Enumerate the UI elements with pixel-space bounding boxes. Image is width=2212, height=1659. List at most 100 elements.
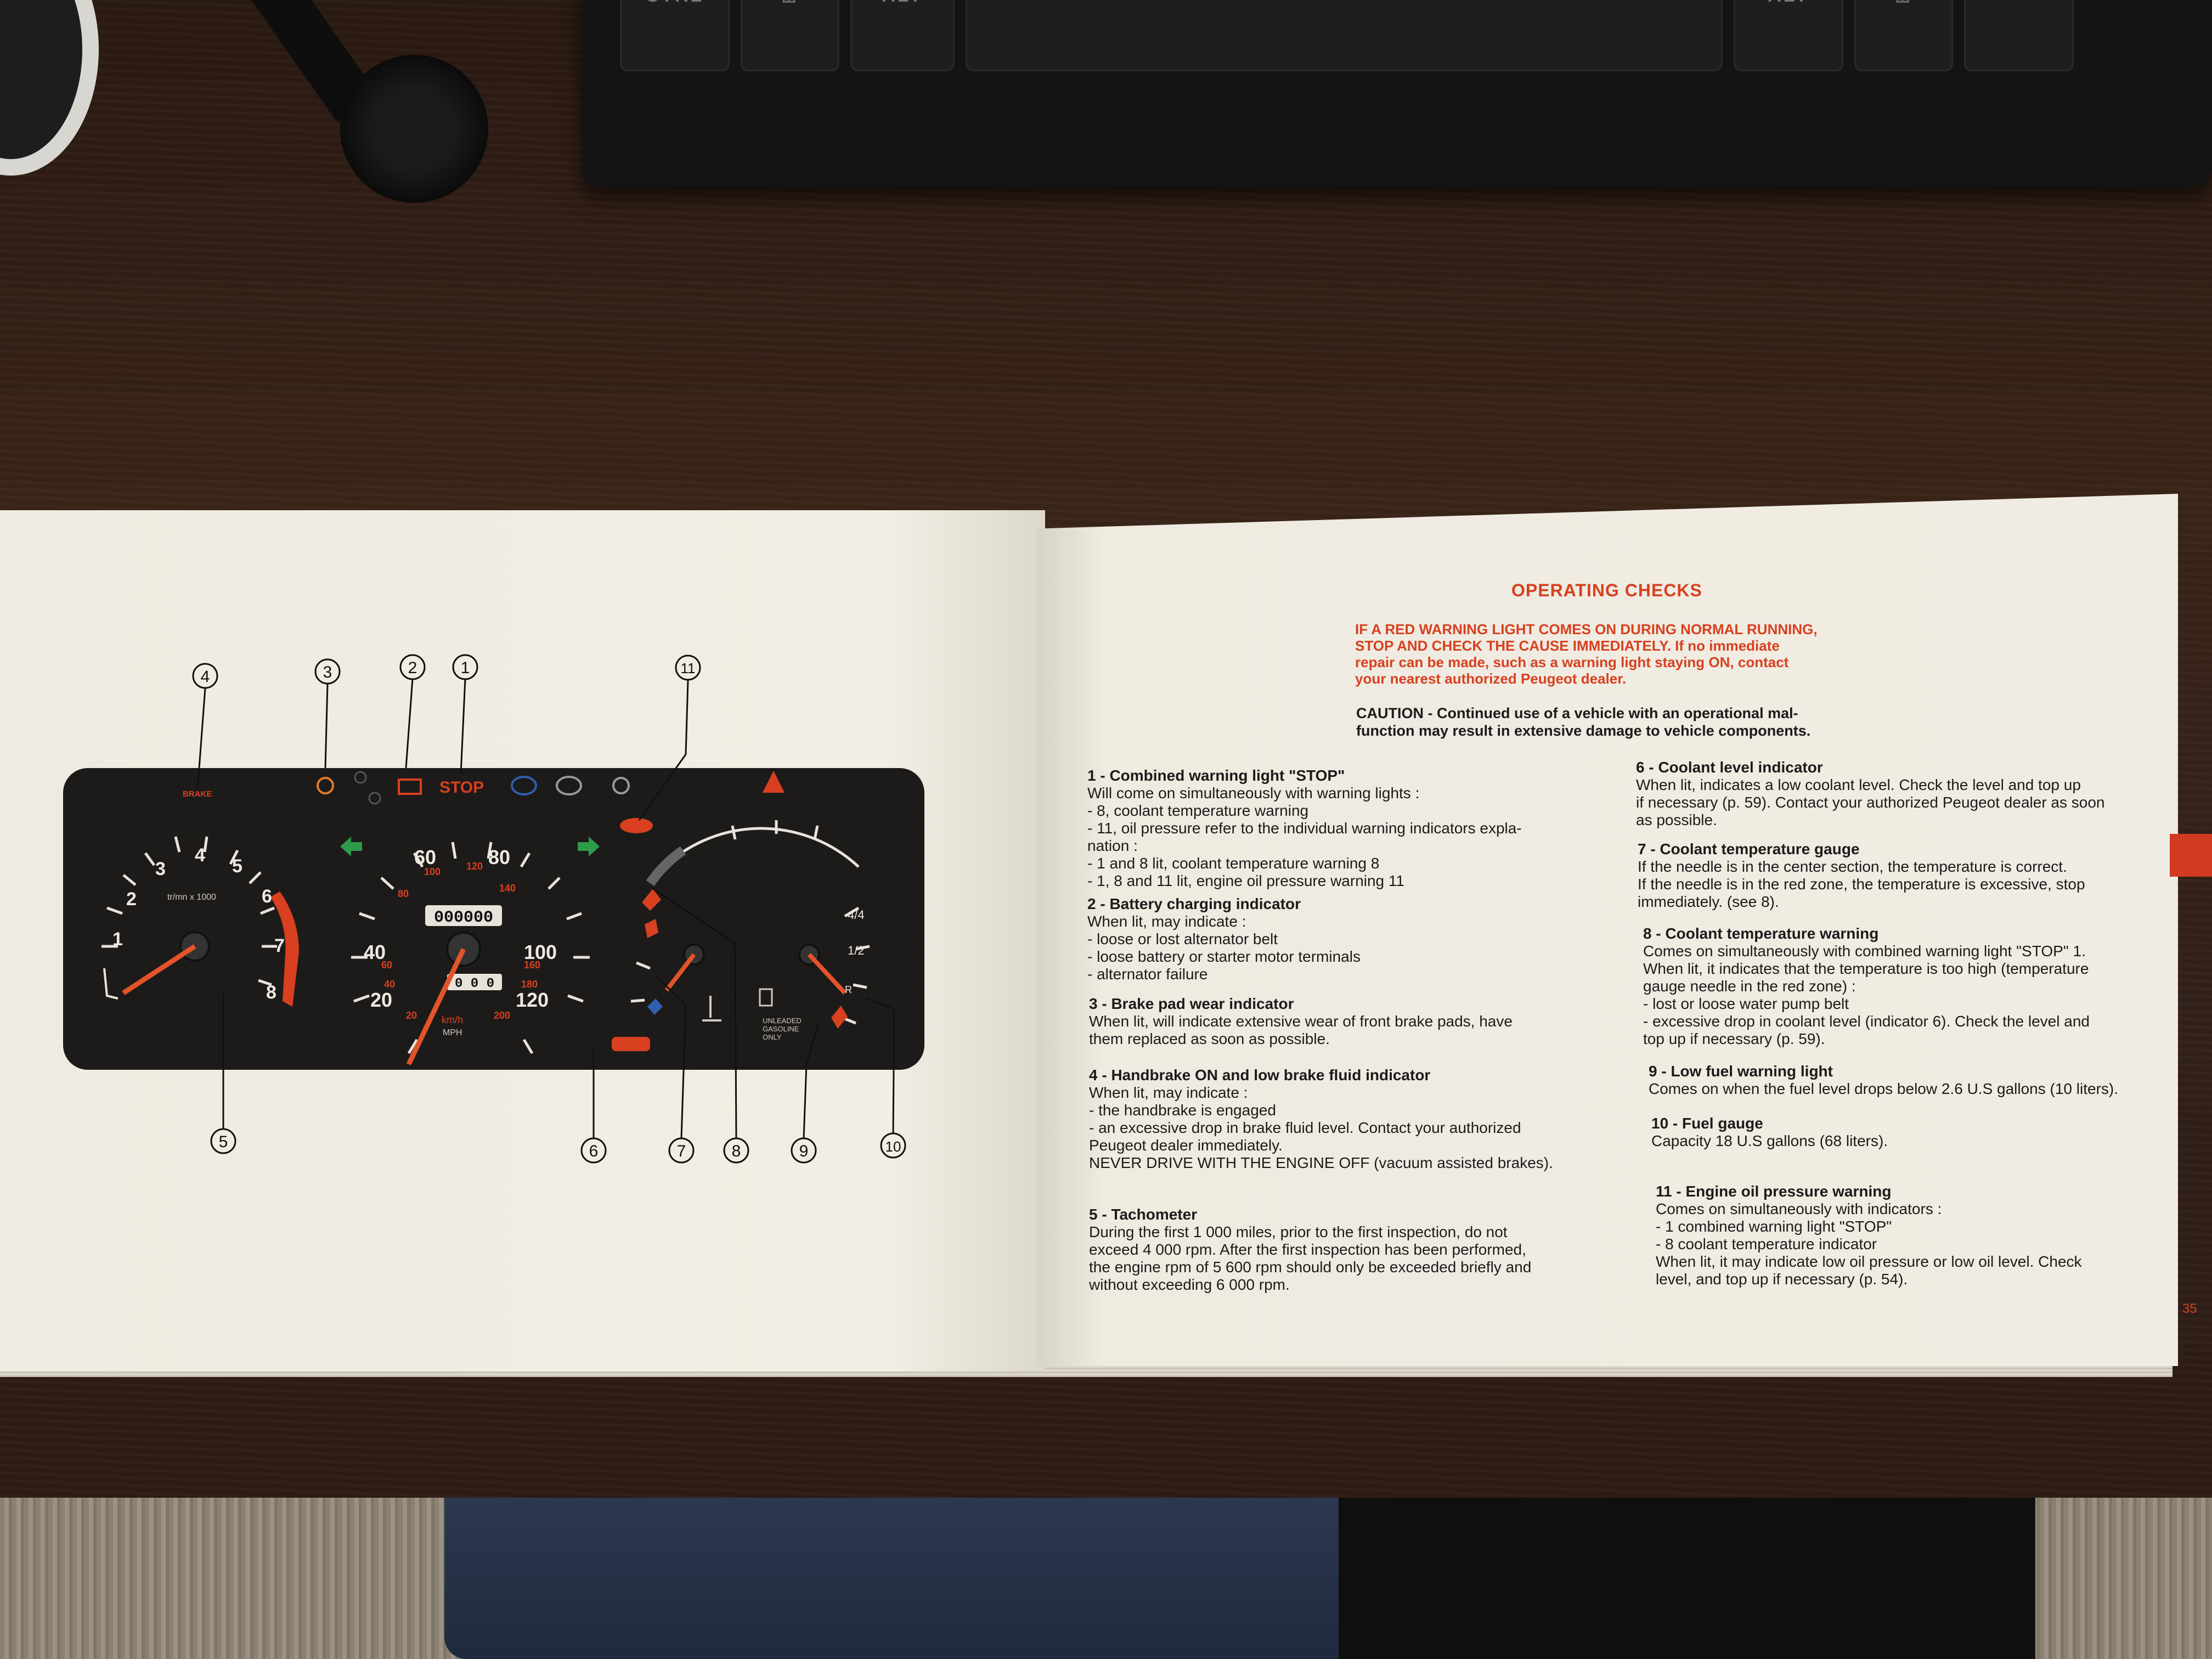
speedo-needle xyxy=(406,948,466,1065)
temp-needle xyxy=(664,953,696,992)
item-5-tachometer: 5 - Tachometer During the first 1 000 mi… xyxy=(1089,1206,1532,1293)
callout-11: 11 xyxy=(681,660,696,676)
item-10-fuel-gauge: 10 - Fuel gauge Capacity 18 U.S gallons … xyxy=(1651,1115,1888,1149)
key-win-right[interactable]: ⊞ xyxy=(1854,0,1953,71)
fuel-needle xyxy=(808,953,847,995)
key-win[interactable]: ⊞ xyxy=(741,0,839,71)
key-alt-right[interactable]: ALT xyxy=(1734,0,1843,71)
caution-paragraph: CAUTION - Continued use of a vehicle wit… xyxy=(1356,705,1811,739)
item-3-brake-pad: 3 - Brake pad wear indicator When lit, w… xyxy=(1089,995,1513,1047)
kmh-20: 20 xyxy=(406,1010,417,1021)
instrument-panel-illustration: 1 2 3 4 5 6 7 8 tr/mn x 1000 BRAKE STOP xyxy=(63,768,924,1070)
battery-icon xyxy=(398,778,422,795)
mph-60: 60 xyxy=(414,846,436,868)
tach-num-5: 5 xyxy=(232,856,242,877)
callout-9: 9 xyxy=(799,1142,809,1160)
lights-on-icon xyxy=(612,777,630,794)
kmh-40: 40 xyxy=(384,979,395,990)
fuel-note-line-2: GASOLINE xyxy=(763,1025,799,1033)
kmh-80: 80 xyxy=(398,888,409,899)
mph-40: 40 xyxy=(364,941,386,963)
turn-left-icon xyxy=(340,837,362,856)
tach-num-1: 1 xyxy=(112,929,123,950)
kmh-140: 140 xyxy=(499,883,516,894)
temp-cold-zone xyxy=(647,998,663,1015)
key-ctrl[interactable]: CTRL xyxy=(620,0,730,71)
indicator-icon-dim-2 xyxy=(368,792,381,805)
fuel-full-mark: 4/4 xyxy=(848,908,865,922)
fuel-note-line-3: ONLY xyxy=(763,1033,782,1041)
tach-num-6: 6 xyxy=(262,886,272,907)
thermometer-icon xyxy=(702,996,721,1022)
key-alt-left[interactable]: ALT xyxy=(850,0,955,71)
callout-7: 7 xyxy=(677,1142,686,1160)
tachometer: 1 2 3 4 5 6 7 8 tr/mn x 1000 xyxy=(101,836,300,1007)
callout-1: 1 xyxy=(461,659,470,677)
temp-fuel-gauges: 4/4 1/2 R UNLEADED GASOLINE ONLY xyxy=(612,820,870,1051)
tach-num-8: 8 xyxy=(266,982,276,1003)
kmh-100: 100 xyxy=(424,866,441,877)
tach-num-4: 4 xyxy=(195,845,205,866)
item-9-low-fuel: 9 - Low fuel warning light Comes on when… xyxy=(1649,1063,2118,1097)
low-fuel-icon xyxy=(831,1006,848,1029)
tach-num-3: 3 xyxy=(155,859,166,879)
kmh-120: 120 xyxy=(466,861,483,872)
tach-unit-label: tr/mn x 1000 xyxy=(167,893,216,902)
page-title: OPERATING CHECKS xyxy=(1511,580,1702,600)
right-page xyxy=(1037,494,2178,1366)
coolant-level-icon xyxy=(612,1037,650,1051)
callout-10: 10 xyxy=(885,1138,901,1155)
low-beam-icon xyxy=(556,776,582,795)
tach-num-7: 7 xyxy=(274,935,285,956)
high-beam-icon xyxy=(511,776,537,795)
keyboard: CTRL ⊞ ALT ALT ⊞ xyxy=(582,0,2212,187)
kmh-160: 160 xyxy=(524,960,540,970)
page-number: 35 xyxy=(2182,1301,2197,1316)
item-4-handbrake: 4 - Handbrake ON and low brake fluid ind… xyxy=(1089,1066,1553,1171)
item-1-combined-warning: 1 - Combined warning light "STOP" Will c… xyxy=(1087,767,1522,889)
item-8-coolant-warning: 8 - Coolant temperature warning Comes on… xyxy=(1643,925,2090,1047)
fuel-half-mark: 1/2 xyxy=(848,944,865,957)
item-11-oil-pressure: 11 - Engine oil pressure warning Comes o… xyxy=(1656,1183,2082,1288)
trip-odometer: 0 0 0 xyxy=(455,977,494,991)
kmh-180: 180 xyxy=(521,979,538,990)
tach-num-2: 2 xyxy=(126,889,137,910)
stop-indicator: STOP xyxy=(439,778,484,797)
kmh-200: 200 xyxy=(494,1010,510,1021)
odometer: 000000 xyxy=(434,909,493,927)
odometer-box xyxy=(425,905,502,926)
callout-3: 3 xyxy=(323,663,332,681)
fuel-pump-icon xyxy=(759,988,773,1007)
seatbelt-icon xyxy=(763,771,785,793)
lamp-base xyxy=(340,55,488,203)
shadow xyxy=(1339,1498,2035,1659)
callout-8: 8 xyxy=(732,1142,741,1160)
indicator-icon-dim xyxy=(354,771,367,784)
oil-pressure-icon xyxy=(620,818,653,833)
fuel-reserve-mark: R xyxy=(845,984,852,995)
callout-6: 6 xyxy=(589,1142,599,1160)
trip-box xyxy=(447,974,502,990)
item-7-coolant-gauge: 7 - Coolant temperature gauge If the nee… xyxy=(1638,840,2085,910)
key-space[interactable] xyxy=(966,0,1723,71)
callout-4: 4 xyxy=(201,668,210,686)
brake-pad-wear-icon xyxy=(317,777,334,794)
key-menu[interactable] xyxy=(1964,0,2074,71)
temp-red-zone xyxy=(645,919,658,938)
tach-needle xyxy=(122,944,196,995)
mph-unit: MPH xyxy=(443,1028,462,1037)
mph-80: 80 xyxy=(488,846,510,868)
section-tab xyxy=(2170,834,2212,877)
mph-20: 20 xyxy=(370,989,392,1011)
brake-indicator: BRAKE xyxy=(183,789,212,799)
mph-100: 100 xyxy=(524,941,557,963)
warning-paragraph: IF A RED WARNING LIGHT COMES ON DURING N… xyxy=(1355,621,1818,687)
fuel-note-line-1: UNLEADED xyxy=(763,1017,802,1025)
kmh-60: 60 xyxy=(381,960,392,970)
coolant-temp-warning-icon xyxy=(642,889,661,911)
callout-2: 2 xyxy=(408,659,417,677)
mph-120: 120 xyxy=(516,989,549,1011)
item-2-battery: 2 - Battery charging indicator When lit,… xyxy=(1087,895,1361,983)
kmh-unit: km/h xyxy=(442,1014,463,1025)
item-6-coolant-level: 6 - Coolant level indicator When lit, in… xyxy=(1636,759,2105,828)
